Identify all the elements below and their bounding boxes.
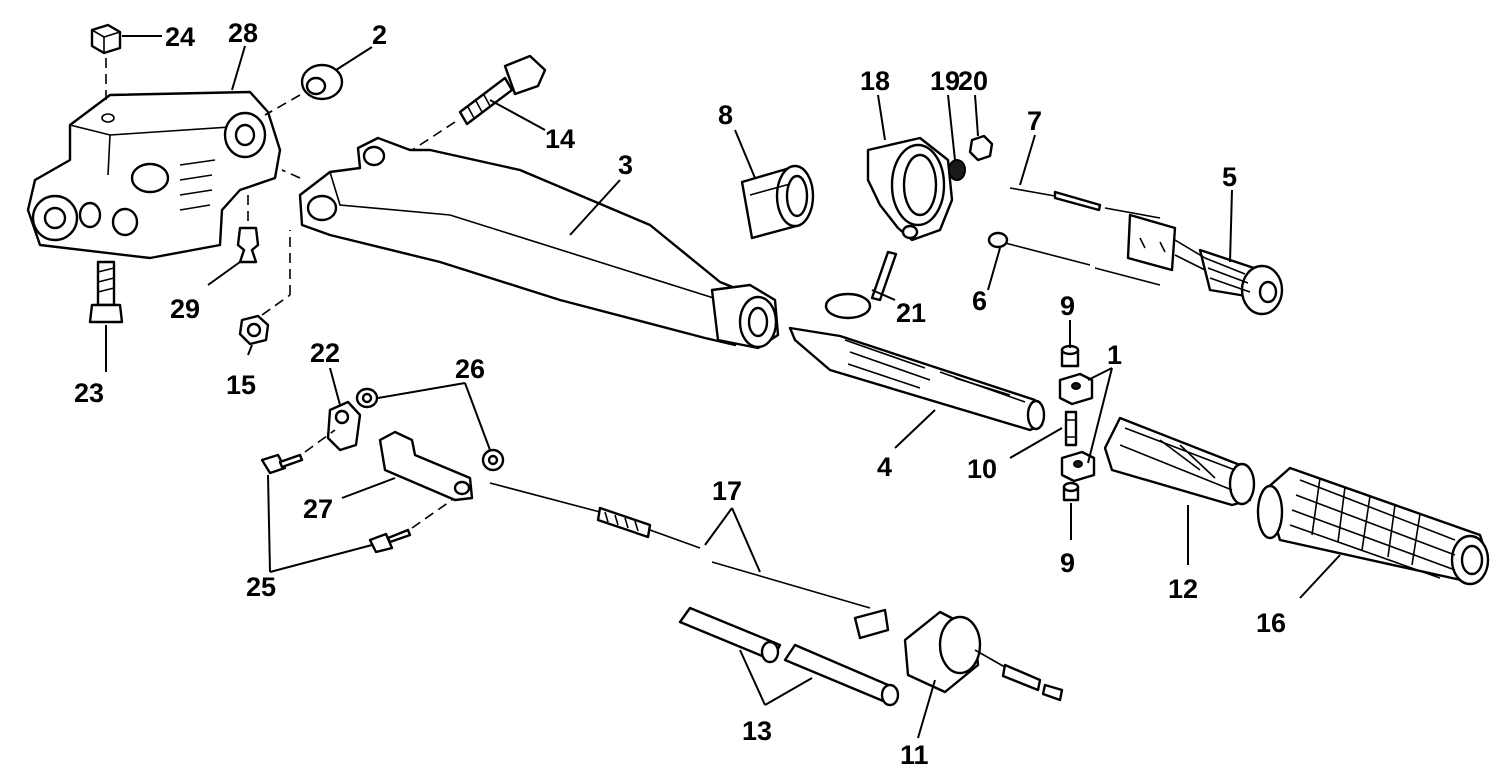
part-9-lower — [1062, 481, 1080, 502]
callout-22: 22 — [310, 338, 340, 368]
part-16-handle-grip — [1256, 466, 1490, 586]
part-13-tube-a — [678, 606, 782, 664]
callout-14: 14 — [545, 124, 575, 154]
part-14-bolt — [399, 54, 547, 159]
part-1-block-upper — [1058, 372, 1094, 406]
callout-17: 17 — [712, 476, 742, 506]
callout-26: 26 — [455, 354, 485, 384]
callout-28: 28 — [228, 18, 258, 48]
callout-20: 20 — [958, 66, 988, 96]
callout-21: 21 — [896, 298, 926, 328]
callout-16: 16 — [1256, 608, 1286, 638]
leader-lines — [105, 35, 1341, 739]
callout-3: 3 — [618, 150, 633, 180]
callout-19: 19 — [930, 66, 960, 96]
part-12-grip — [1103, 416, 1256, 507]
callout-2: 2 — [372, 20, 387, 50]
callout-1: 1 — [1107, 340, 1122, 370]
part-11-cable-end — [903, 610, 1064, 702]
callout-15: 15 — [226, 370, 256, 400]
part-3-tiller-arm — [281, 136, 780, 350]
part-26-washer-a — [355, 387, 379, 409]
callout-24: 24 — [165, 22, 195, 52]
callout-27: 27 — [303, 494, 333, 524]
callout-6: 6 — [972, 286, 987, 316]
part-26-washer-b — [481, 448, 505, 472]
callout-4: 4 — [877, 452, 892, 482]
part-22-bracket — [326, 400, 362, 452]
part-17-cable — [489, 482, 890, 640]
callout-12: 12 — [1168, 574, 1198, 604]
part-7-cable — [1009, 187, 1161, 219]
part-10-pin — [1064, 410, 1078, 447]
callout-8: 8 — [718, 100, 733, 130]
part-23-bolt — [88, 260, 124, 324]
callout-23: 23 — [74, 378, 104, 408]
part-19-screw — [948, 159, 966, 181]
callout-7: 7 — [1027, 106, 1042, 136]
callout-9-upper: 9 — [1060, 291, 1075, 321]
part-5-switch — [1126, 213, 1284, 316]
part-29-fitting — [236, 195, 260, 264]
part-24-nut — [90, 23, 122, 105]
part-6-cable — [987, 231, 1161, 286]
callout-numbers: 24 28 2 14 3 8 18 19 20 7 5 29 23 15 22 … — [74, 18, 1286, 770]
part-25-screw-b — [368, 499, 453, 554]
part-2-washer — [264, 63, 344, 116]
part-25-screw-a — [260, 429, 336, 475]
part-15-nut — [238, 230, 291, 346]
part-21-screw — [824, 250, 898, 320]
callout-25: 25 — [246, 572, 276, 602]
callout-11: 11 — [900, 740, 929, 770]
part-18-housing — [866, 136, 954, 242]
callout-29: 29 — [170, 294, 200, 324]
part-28-bracket — [26, 90, 282, 260]
part-9-upper — [1060, 344, 1080, 368]
part-13-tube-b — [783, 643, 900, 707]
callout-10: 10 — [967, 454, 997, 484]
part-8-bushing — [740, 164, 815, 240]
part-4-shaft — [788, 326, 1046, 432]
part-1-block-lower — [1060, 450, 1096, 483]
callout-5: 5 — [1222, 162, 1237, 192]
callout-9-lower: 9 — [1060, 548, 1075, 578]
callout-18: 18 — [860, 66, 890, 96]
part-20-nut — [968, 134, 994, 162]
part-27-link — [378, 430, 474, 502]
callout-13: 13 — [742, 716, 772, 746]
